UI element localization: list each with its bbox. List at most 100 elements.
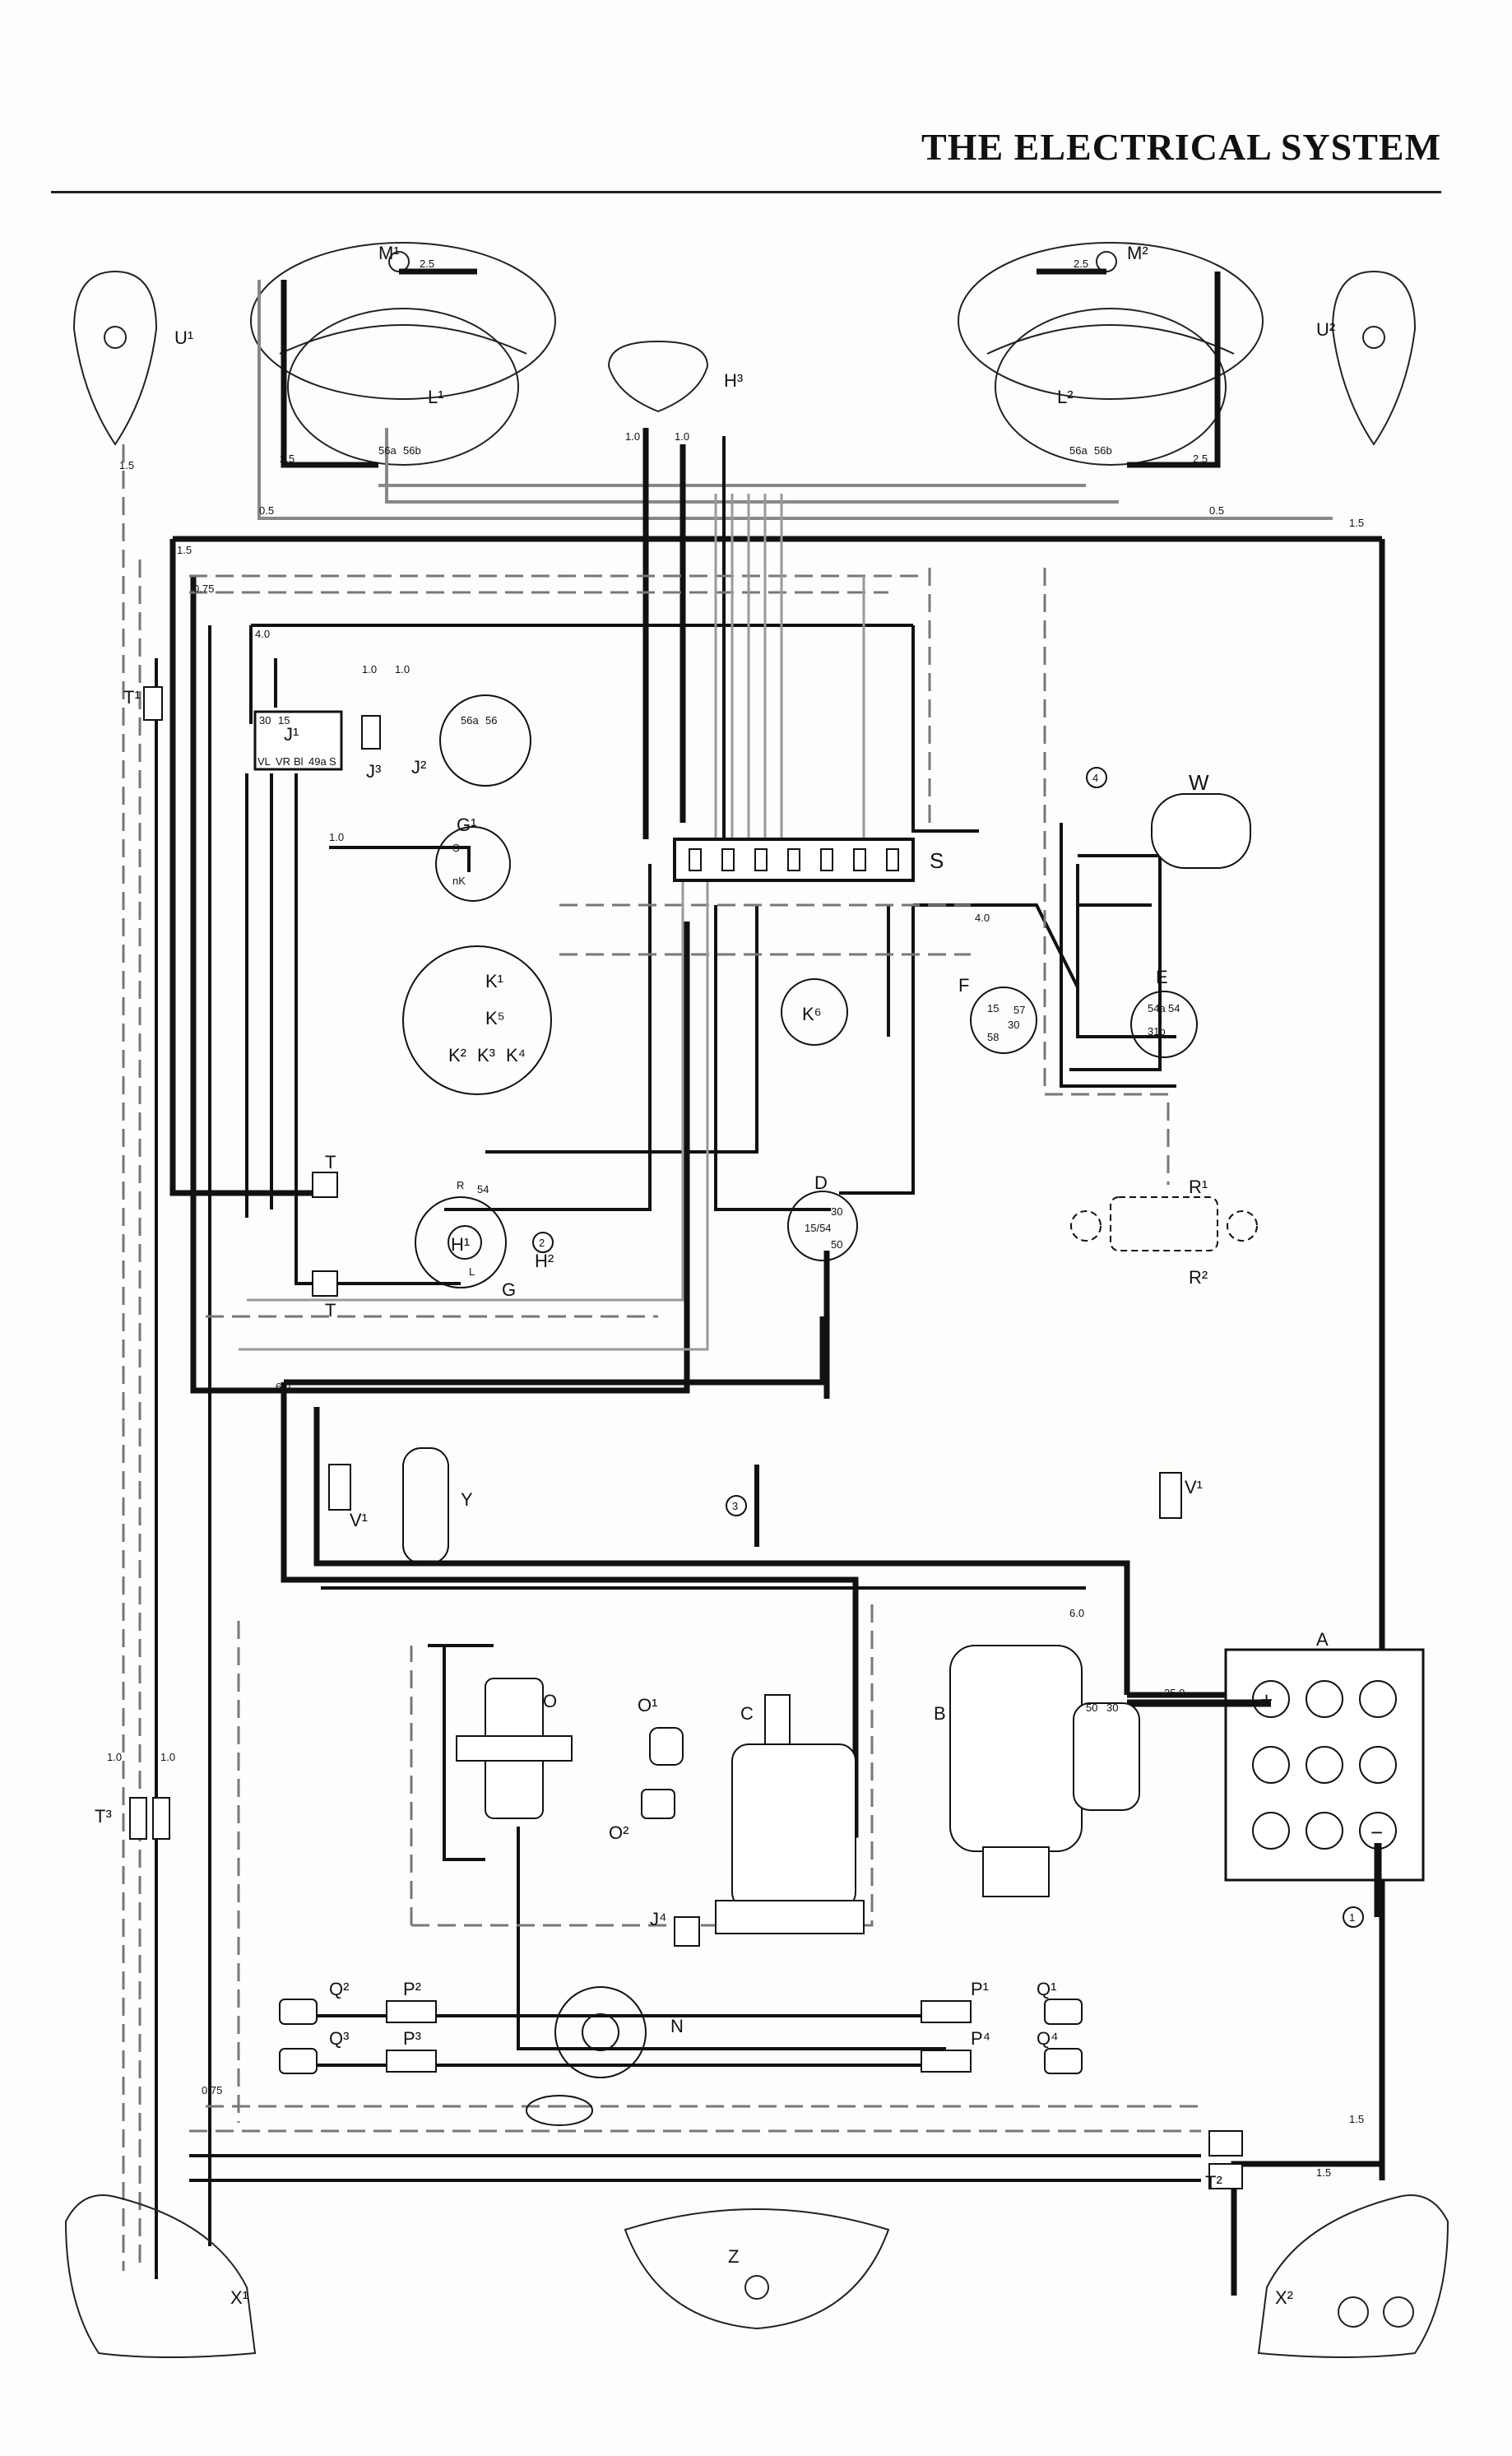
circled-marker-4: 4 xyxy=(1086,767,1107,788)
j1-terminal-30: 30 xyxy=(259,714,271,727)
label-k1: K¹ xyxy=(485,971,503,991)
d-terminal-30: 30 xyxy=(831,1205,842,1218)
e-terminal-31b: 31b xyxy=(1148,1025,1166,1038)
label-g1: G¹ xyxy=(457,815,476,835)
starter-c xyxy=(715,1694,865,1934)
label-q2: Q² xyxy=(329,1979,349,1999)
label-k6: K⁶ xyxy=(802,1004,822,1024)
battery-cables xyxy=(1127,1699,1382,1917)
license-light-z xyxy=(624,2208,890,2330)
label-m2: M² xyxy=(1127,243,1148,263)
circled-marker-3: 3 xyxy=(726,1495,747,1516)
wire-size-label: 0.5 xyxy=(259,504,274,517)
headlight-r-56b: 56b xyxy=(1094,444,1112,457)
label-p2: P² xyxy=(403,1979,421,1999)
j1-terminal-vr: VR xyxy=(276,755,290,768)
e-terminal-54a: 54a xyxy=(1148,1002,1166,1014)
circled-marker-2: 2 xyxy=(532,1232,554,1253)
label-j1: J¹ xyxy=(284,724,299,745)
spark-plugs xyxy=(279,1999,1083,2074)
f-terminal-58: 58 xyxy=(987,1031,999,1043)
label-y: Y xyxy=(461,1489,473,1510)
wire-size-label: 1.5 xyxy=(1316,2166,1331,2179)
wire-size-label: 2.5 xyxy=(1193,453,1208,465)
label-f: F xyxy=(958,975,969,996)
label-t-low: T xyxy=(325,1300,336,1321)
harness-grey xyxy=(239,494,865,1351)
wire-size-label: 1.0 xyxy=(675,430,689,443)
label-q4: Q⁴ xyxy=(1037,2028,1059,2049)
circled-marker-1: 1 xyxy=(1343,1906,1364,1928)
g1-terminal-s: S xyxy=(452,842,460,854)
label-k2: K² xyxy=(448,1045,466,1066)
tail-light-x2 xyxy=(1257,2194,1449,2358)
label-t3: T³ xyxy=(95,1806,112,1827)
j2-terminal-56a: 56a xyxy=(461,714,479,727)
regulator-j4 xyxy=(674,1916,700,1947)
svg-text:1: 1 xyxy=(1349,1911,1355,1924)
label-j2: J² xyxy=(411,757,426,778)
instrument-cluster xyxy=(402,945,552,1095)
right-headlight xyxy=(958,242,1264,466)
wire-size-label: 2.5 xyxy=(280,453,295,465)
j2-terminal-56: 56 xyxy=(485,714,497,727)
svg-text:4: 4 xyxy=(1092,772,1098,784)
wire-size-label: 1.0 xyxy=(329,831,344,843)
label-o: O xyxy=(543,1691,557,1711)
battery-a xyxy=(1224,1648,1425,1882)
e-terminal-54: 54 xyxy=(1168,1002,1180,1014)
wire-size-label: 1.0 xyxy=(625,430,640,443)
horn-h3 xyxy=(607,340,709,413)
bulb-icon-m2 xyxy=(1096,251,1117,272)
j1-terminal-bl: Bl xyxy=(294,755,304,768)
wire-size-label: 1.5 xyxy=(1349,517,1364,529)
fuse-box-s xyxy=(673,838,915,882)
label-p3: P³ xyxy=(403,2028,421,2049)
label-u2: U² xyxy=(1316,319,1335,340)
label-d: D xyxy=(814,1172,828,1193)
generator-b xyxy=(949,1645,1140,1897)
label-k3: K³ xyxy=(477,1045,495,1066)
headlight-r-56a: 56a xyxy=(1069,444,1088,457)
side-lamp-u2 xyxy=(1331,270,1417,446)
label-n: N xyxy=(670,2016,684,2036)
label-s: S xyxy=(930,848,944,873)
label-m1: M¹ xyxy=(378,243,400,263)
battery-plus: + xyxy=(1260,1688,1273,1712)
wire-size-label: 1.5 xyxy=(1349,2113,1364,2125)
ignition-switch-d xyxy=(787,1191,858,1261)
label-q1: Q¹ xyxy=(1037,1979,1056,1999)
j1-terminal-vl: VL xyxy=(257,755,271,768)
wire-size-label: 1.0 xyxy=(362,663,377,676)
distributor-n xyxy=(526,1986,647,2126)
wire-size-label: 6.0 xyxy=(1069,1607,1084,1619)
wire-size-label: 4.0 xyxy=(255,628,270,640)
wire-size-label: 2.5 xyxy=(420,258,434,270)
warning-lamp-k6 xyxy=(781,978,848,1046)
brake-switch-j3 xyxy=(361,715,381,750)
connector-t1 xyxy=(143,686,163,721)
connector-t-lower xyxy=(312,1270,338,1297)
label-z: Z xyxy=(728,2246,739,2267)
battery-minus: − xyxy=(1371,1820,1383,1845)
harness-dashed xyxy=(122,444,1201,2271)
wire-size-label: 0.75 xyxy=(202,2084,222,2096)
label-o1: O¹ xyxy=(638,1695,657,1715)
label-l2: L² xyxy=(1057,387,1074,407)
wire-size-label: 0.5 xyxy=(1209,504,1224,517)
label-k4: K⁴ xyxy=(506,1045,526,1066)
label-l1: L¹ xyxy=(428,387,444,407)
radio-r1 xyxy=(1070,1196,1258,1251)
label-r1: R¹ xyxy=(1189,1177,1208,1197)
wire-size-label: 25.0 xyxy=(1164,1687,1185,1699)
label-j3: J³ xyxy=(366,761,381,782)
svg-text:3: 3 xyxy=(732,1500,738,1512)
page-title: THE ELECTRICAL SYSTEM xyxy=(921,126,1441,168)
label-o2: O² xyxy=(609,1822,628,1843)
fuel-gauge-g1 xyxy=(435,826,511,902)
tail-light-x1 xyxy=(64,2194,257,2358)
label-c: C xyxy=(740,1703,754,1724)
wire-size-label: 6.0 xyxy=(276,1381,290,1393)
dimmer-relay-j2 xyxy=(439,694,531,787)
